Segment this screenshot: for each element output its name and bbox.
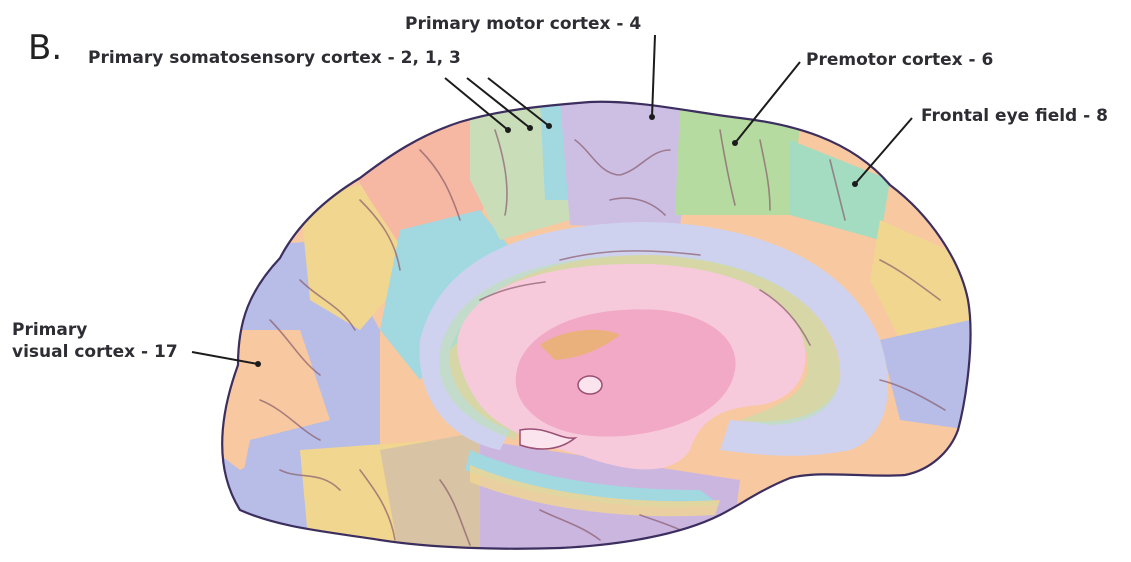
label-primary-visual-line1: Primary [12, 320, 87, 341]
leader-dot-visual [255, 361, 261, 367]
label-premotor-cortex: Premotor cortex - 6 [806, 50, 993, 71]
leader-dot-motor [649, 114, 655, 120]
label-primary-visual-line2: visual cortex - 17 [12, 342, 178, 363]
leader-dot-somato-1 [527, 125, 533, 131]
cortex-regions [200, 90, 1000, 562]
leader-dot-somato-2 [505, 127, 511, 133]
panel-letter: B. [28, 31, 62, 65]
leader-dot-fef [852, 181, 858, 187]
motor-region [560, 100, 690, 230]
leader-dot-somato-3 [546, 123, 552, 129]
label-frontal-eye-field: Frontal eye field - 8 [921, 106, 1108, 127]
label-primary-somatosensory-cortex: Primary somatosensory cortex - 2, 1, 3 [88, 48, 461, 69]
leader-dot-premotor [732, 140, 738, 146]
label-primary-motor-cortex: Primary motor cortex - 4 [405, 14, 641, 35]
interthalamic-adhesion [578, 376, 602, 394]
leader-line-fef [855, 118, 912, 184]
